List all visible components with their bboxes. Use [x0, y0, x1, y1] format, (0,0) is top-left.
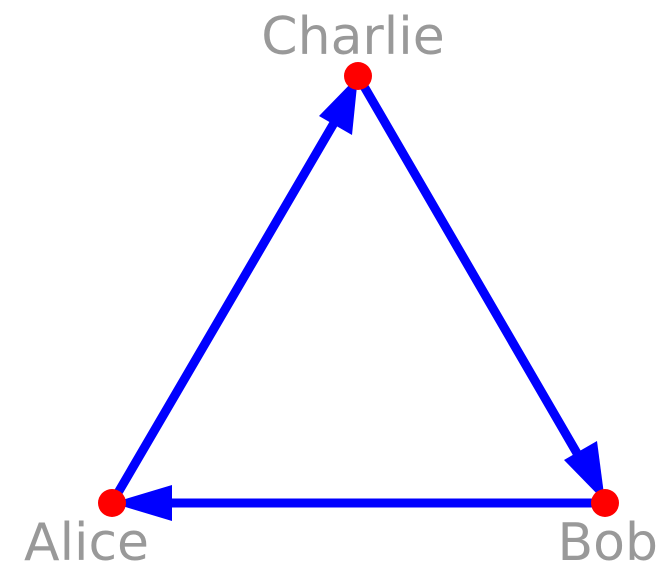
arrowhead-icon — [564, 441, 605, 502]
edge-alice-to-charlie — [107, 76, 358, 508]
nodes — [98, 62, 619, 517]
edge-bob-to-alice — [112, 485, 610, 521]
edges — [107, 71, 610, 521]
node-label-bob: Bob — [558, 513, 659, 564]
edge-line — [107, 106, 346, 508]
node-label-charlie: Charlie — [261, 7, 444, 67]
arrowhead-icon — [112, 485, 172, 521]
arrowhead-icon — [319, 76, 358, 135]
node-alice — [98, 489, 126, 517]
edge-charlie-to-bob — [353, 71, 605, 502]
node-bob — [591, 489, 619, 517]
node-label-alice: Alice — [24, 513, 149, 564]
labels: Charlie Bob Alice — [24, 7, 658, 564]
edge-line — [353, 71, 590, 472]
node-charlie — [344, 62, 372, 90]
